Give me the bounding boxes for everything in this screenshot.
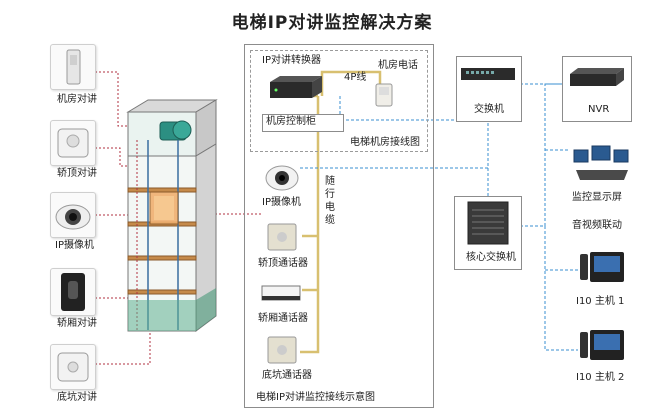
machine-room-phone-label: 机房电话	[378, 60, 418, 71]
machine-room-wiring-label: 电梯机房接线图	[350, 137, 420, 148]
pit-intercom-label: 底坑对讲	[57, 392, 97, 403]
car-top-intercom-label: 轿顶对讲	[57, 168, 97, 179]
car-intercom-device	[50, 268, 96, 316]
link-car	[95, 267, 160, 299]
nvr-device	[568, 64, 626, 90]
car-intercom-label: 轿厢对讲	[57, 318, 97, 329]
center-ip-camera-label: IP摄像机	[262, 197, 301, 208]
switch-device	[460, 64, 516, 84]
core-switch-label: 核心交换机	[466, 252, 516, 263]
monitor-screen-device	[570, 140, 634, 186]
switch-label: 交换机	[474, 104, 504, 115]
car-talker-device	[258, 282, 304, 306]
machine-room-cabinet	[262, 114, 344, 132]
link-pit	[95, 319, 172, 365]
host1-device	[578, 248, 626, 286]
machine-room-intercom-device	[50, 44, 96, 90]
machine-room-intercom-label: 机房对讲	[57, 94, 97, 105]
pit-talker-device	[262, 334, 302, 366]
four-p-line-label: 4P线	[344, 72, 367, 83]
car-talker-label: 轿厢通话器	[258, 313, 308, 324]
pit-intercom-device	[50, 344, 96, 390]
core-switch-device	[466, 200, 510, 246]
ip-converter-device	[266, 72, 324, 102]
nvr-label: NVR	[588, 104, 610, 115]
wiring-caption: 电梯IP对讲监控接线示意图	[256, 392, 375, 403]
pit-talker-label: 底坑通话器	[262, 370, 312, 381]
link-machine-room	[95, 71, 168, 127]
nvr-card	[562, 56, 632, 122]
switch-card	[456, 56, 522, 122]
car-top-talker-device	[262, 220, 302, 254]
monitor-screen-label: 监控显示屏	[572, 192, 622, 203]
ip-converter-label: IP对讲转换器	[262, 55, 321, 66]
host1-label: I10 主机 1	[576, 296, 625, 307]
ip-camera-device	[50, 192, 96, 238]
ip-camera-label: IP摄像机	[55, 240, 94, 251]
link-car-top	[95, 147, 155, 167]
traveling-cable-label: 随行电缆	[325, 176, 335, 226]
machine-room-phone-device	[372, 82, 396, 108]
av-linkage-label: 音视频联动	[572, 220, 622, 231]
page-title: 电梯IP对讲监控解决方案	[231, 13, 433, 33]
machine-room-wiring-box	[250, 50, 428, 152]
host2-label: I10 主机 2	[576, 372, 625, 383]
car-top-intercom-device	[50, 120, 96, 166]
center-ip-camera-device	[264, 160, 300, 192]
host2-device	[578, 326, 626, 364]
machine-room-cabinet-label: 机房控制柜	[266, 116, 316, 127]
car-top-talker-label: 轿顶通话器	[258, 258, 308, 269]
